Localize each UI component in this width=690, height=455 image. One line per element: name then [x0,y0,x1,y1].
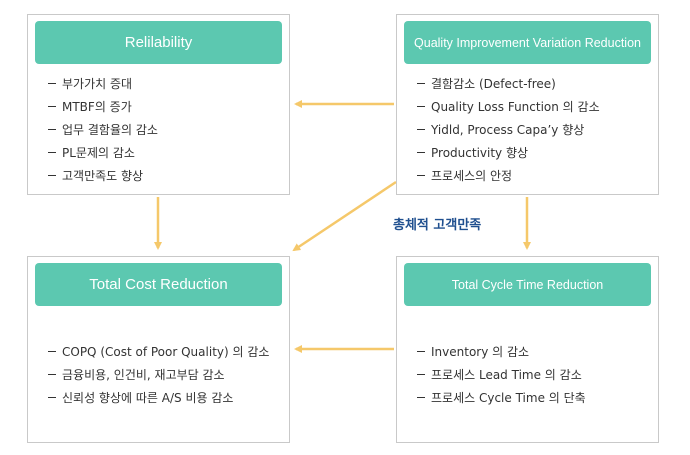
list-item: Quality Loss Function 의 감소 [417,101,652,113]
list-item: 결함감소 (Defect-free) [417,78,652,90]
list-item: Productivity 향상 [417,147,652,159]
center-label: 총체적 고객만족 [393,218,482,233]
quality-panel: Quality Improvement Variation Reduction … [396,14,659,195]
list-item: 프로세스 Cycle Time 의 단축 [417,392,652,404]
list-item: 프로세스 Lead Time 의 감소 [417,369,652,381]
list-item: 부가가치 증대 [48,78,283,90]
cost-header: Total Cost Reduction [35,263,282,306]
list-item: Inventory 의 감소 [417,346,652,358]
cost-list: COPQ (Cost of Poor Quality) 의 감소 금융비용, 인… [48,346,283,415]
reliability-panel: Relilability 부가가치 증대 MTBF의 증가 업무 결함율의 감소… [27,14,290,195]
arrow-quality-to-cost [292,180,397,252]
list-item: 고객만족도 향상 [48,170,283,182]
cycle-panel: Total Cycle Time Reduction Inventory 의 감… [396,256,659,443]
list-item: 신뢰성 향상에 따른 A/S 비용 감소 [48,392,283,404]
list-item: 업무 결함율의 감소 [48,124,283,136]
quality-header: Quality Improvement Variation Reduction [404,21,651,64]
list-item: PL문제의 감소 [48,147,283,159]
quality-list: 결함감소 (Defect-free) Quality Loss Function… [417,78,652,193]
cycle-list: Inventory 의 감소 프로세스 Lead Time 의 감소 프로세스 … [417,346,652,415]
cost-panel: Total Cost Reduction COPQ (Cost of Poor … [27,256,290,443]
cycle-header: Total Cycle Time Reduction [404,263,651,306]
list-item: 금융비용, 인건비, 재고부담 감소 [48,369,283,381]
list-item: Yidld, Process Capa’y 향상 [417,124,652,136]
reliability-header: Relilability [35,21,282,64]
list-item: COPQ (Cost of Poor Quality) 의 감소 [48,346,283,358]
list-item: 프로세스의 안정 [417,170,652,182]
list-item: MTBF의 증가 [48,101,283,113]
reliability-list: 부가가치 증대 MTBF의 증가 업무 결함율의 감소 PL문제의 감소 고객만… [48,78,283,193]
